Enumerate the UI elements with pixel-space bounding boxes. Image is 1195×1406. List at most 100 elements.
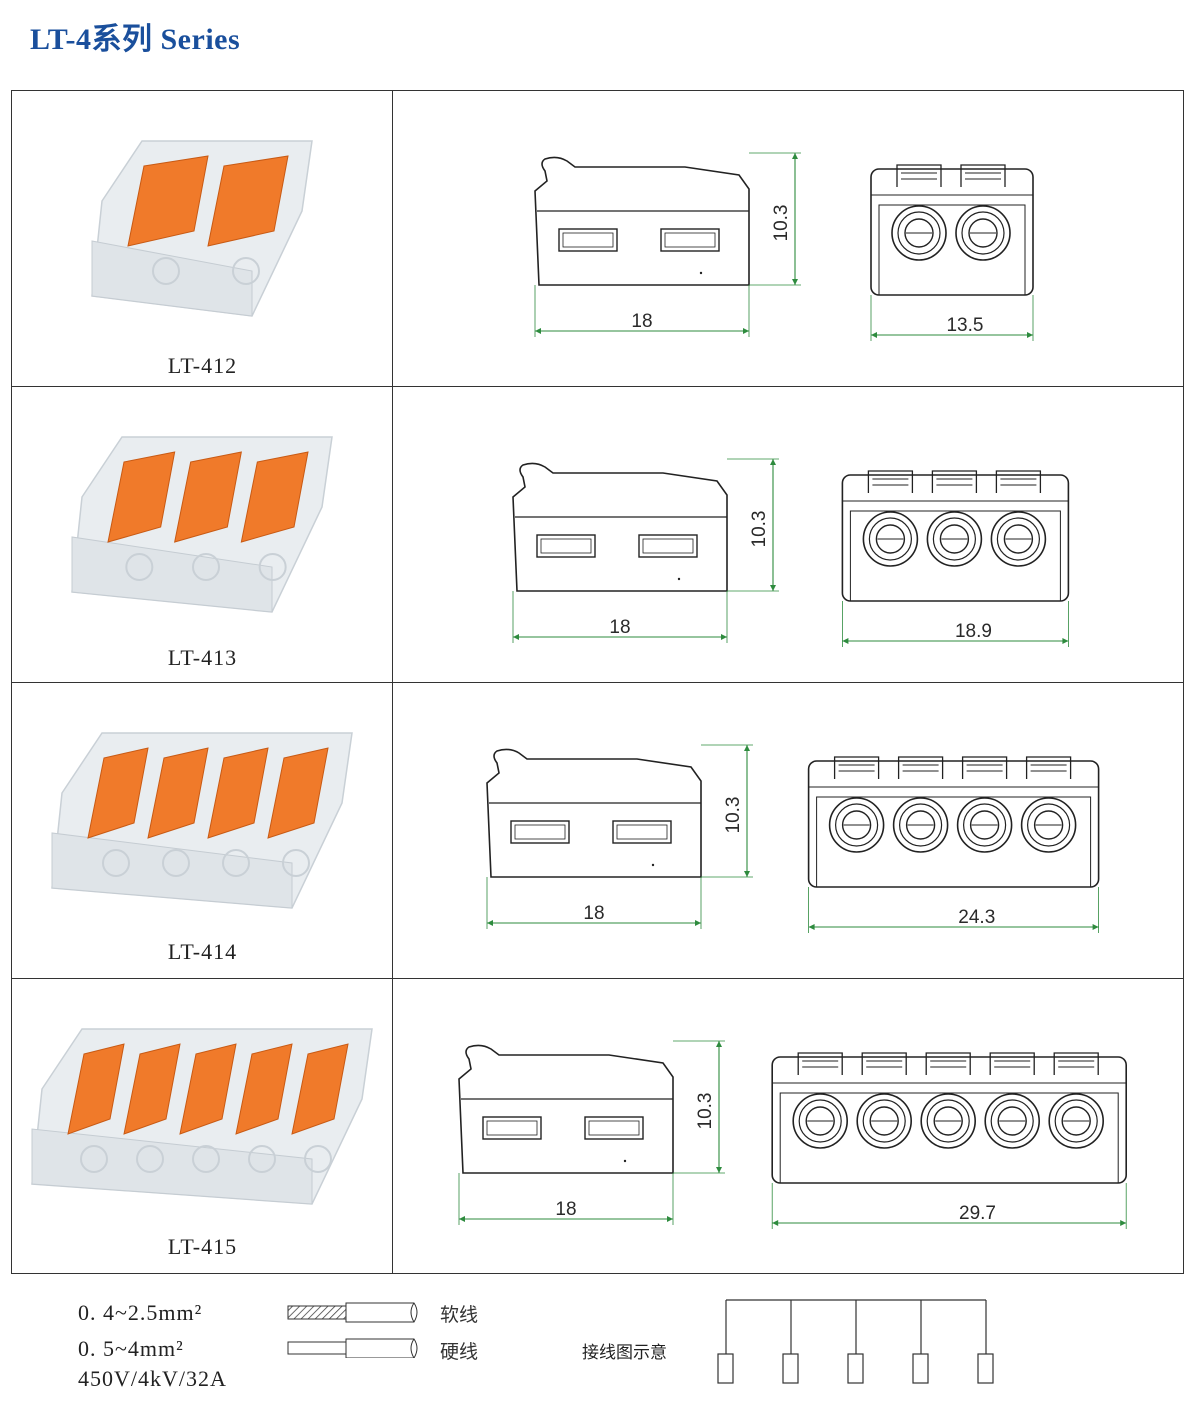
connector-front	[71, 536, 273, 613]
wire-hole-inner	[875, 524, 906, 554]
arrow-head	[716, 1041, 722, 1047]
wire-hole-ring	[1026, 803, 1071, 847]
orange-lever-icon	[67, 1043, 125, 1135]
height-dimension-label: 10.3	[771, 205, 792, 242]
slot-icon	[638, 534, 698, 558]
arrow-head	[721, 634, 727, 640]
arrow-head	[487, 920, 493, 926]
lever-top-icon	[797, 1052, 843, 1075]
wire-entry-icon	[152, 257, 180, 285]
orange-lever-icon	[107, 451, 176, 543]
wire-icons	[287, 1302, 418, 1358]
front-view	[807, 756, 1100, 888]
orange-lever-icon	[179, 1043, 237, 1135]
product-photo-cell: LT-412	[12, 91, 393, 386]
lever-top-icon	[1053, 1052, 1099, 1075]
terminal-icon	[847, 1353, 864, 1384]
wire-hole-inner	[1033, 810, 1064, 840]
page-title: LT-4系列 Series	[30, 23, 241, 56]
wire-hole-ring	[926, 1099, 970, 1143]
side-outline	[512, 462, 728, 592]
arrow-head	[743, 328, 749, 334]
slot-icon	[660, 228, 720, 252]
terminal-icon	[782, 1353, 799, 1384]
front-inner	[878, 204, 1026, 295]
arrow-head	[459, 1216, 465, 1222]
side-outline	[534, 156, 750, 286]
lever-top-icon	[961, 756, 1008, 779]
connector-image	[91, 140, 313, 317]
side-view	[486, 748, 702, 878]
front-outline	[807, 760, 1100, 888]
height-dimension-label: 10.3	[695, 1093, 716, 1130]
slot-icon	[584, 1116, 644, 1140]
orange-lever-icon	[207, 155, 289, 247]
wiring-diagram	[717, 1299, 994, 1384]
wire-hole-inner	[969, 810, 1000, 840]
arrow-head	[744, 745, 750, 751]
wire-hole-ring	[990, 1099, 1034, 1143]
hard-wire-label: 硬线	[440, 1341, 479, 1363]
slot-inner	[642, 538, 694, 554]
connector-image	[31, 1028, 373, 1205]
product-photo	[51, 732, 353, 909]
lever-top-icon	[931, 470, 978, 493]
wire-hole-ring	[798, 1099, 842, 1143]
arrow-head	[792, 279, 798, 285]
lever-top-icon	[897, 756, 944, 779]
arrow-head	[744, 871, 750, 877]
front-view	[870, 164, 1034, 296]
wire-entry-icon	[282, 849, 310, 877]
wire-entry-icon	[162, 849, 190, 877]
product-photo-cell: LT-414	[12, 683, 393, 978]
arrow-head	[513, 634, 519, 640]
arrow-head	[772, 1220, 779, 1226]
width-dimension-label: 13.5	[946, 315, 983, 336]
arrow-head	[1120, 1220, 1127, 1226]
wire-entry-icon	[222, 849, 250, 877]
arrow-head	[770, 585, 776, 591]
wire-hole-ring	[961, 211, 1005, 255]
wire-hole-inner	[997, 1106, 1027, 1136]
dot-mark	[677, 577, 681, 581]
slot-inner	[664, 232, 716, 248]
wire-entry-icon	[192, 1145, 220, 1173]
arrow-head	[535, 328, 541, 334]
wire-entry-icon	[102, 849, 130, 877]
arrow-head	[871, 332, 877, 338]
side-view	[512, 462, 728, 592]
slot-icon	[558, 228, 618, 252]
arrow-head	[716, 1167, 722, 1173]
spec-footer: 0. 4~2.5mm² 0. 5~4mm² 450V/4kV/32A 软线 硬线…	[0, 1280, 1195, 1406]
wire-entry-icon	[125, 553, 154, 581]
front-inner	[816, 796, 1092, 887]
slot-icon	[536, 534, 596, 558]
wire-hole-inner	[869, 1106, 899, 1136]
wire-entry-icon	[248, 1145, 276, 1173]
front-outline	[870, 168, 1034, 296]
model-label: LT-412	[167, 353, 238, 378]
arrow-head	[667, 1216, 673, 1222]
slot-inner	[540, 538, 592, 554]
terminal-icon	[912, 1353, 929, 1384]
product-photo	[91, 140, 313, 317]
lever-top-icon	[833, 756, 880, 779]
length-dimension-label: 18	[609, 617, 630, 638]
orange-lever-icon	[267, 747, 329, 839]
orange-lever-icon	[235, 1043, 293, 1135]
lever-top-icon	[995, 470, 1042, 493]
product-photo-cell: LT-415	[12, 979, 393, 1273]
height-dimension-label: 10.3	[723, 797, 744, 834]
hard-wire-icon	[287, 1338, 418, 1358]
wire-entry-icon	[136, 1145, 164, 1173]
dot-mark	[651, 863, 655, 867]
terminal-icon	[977, 1353, 994, 1384]
wire-hole-inner	[905, 810, 936, 840]
orange-lever-icon	[147, 747, 209, 839]
